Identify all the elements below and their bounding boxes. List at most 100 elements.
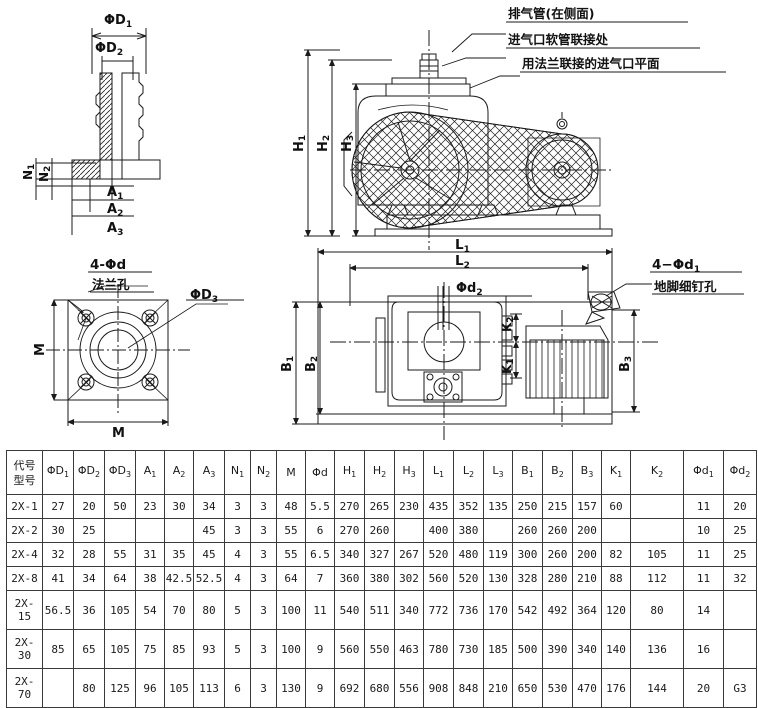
table-header-n2: N2 <box>250 450 277 495</box>
table-cell: 16 <box>683 629 724 669</box>
table-cell: 27 <box>42 494 74 519</box>
callout-flange-hole-label: 法兰孔 <box>92 277 130 292</box>
table-header-h3: H3 <box>394 450 424 495</box>
table-cell: 270 <box>334 494 365 519</box>
technical-drawing: 排气管(在侧面) 进气口软管联接处 用法兰联接的进气口平面 4-Φd 法兰孔 4… <box>21 6 744 441</box>
table-header-a3: A3 <box>193 450 225 495</box>
table-cell: 364 <box>572 590 602 630</box>
table-cell: 736 <box>453 590 484 630</box>
table-cell: 55 <box>276 518 306 543</box>
table-header-d2: ΦD2 <box>73 450 105 495</box>
table-cell: 435 <box>423 494 454 519</box>
callout-foot-hole-label: 地脚细钉孔 <box>654 279 717 294</box>
dim-label-h2: H2 <box>316 135 332 152</box>
table-cell: 280 <box>542 566 573 591</box>
dim-label-m-horizontal: M <box>112 426 125 441</box>
table-cell <box>723 590 757 630</box>
table-cell: 113 <box>193 668 225 708</box>
table-cell: 34 <box>193 494 225 519</box>
table-cell: 120 <box>601 590 631 630</box>
table-cell: 176 <box>601 668 631 708</box>
dim-label-n2: N2 <box>37 166 53 182</box>
table-row-model: 2X-70 <box>6 668 43 708</box>
table-cell: 130 <box>483 566 513 591</box>
table-cell: 170 <box>483 590 513 630</box>
table-cell: 85 <box>42 629 74 669</box>
table-row-model: 2X-15 <box>6 590 43 630</box>
table-cell: 6 <box>305 518 335 543</box>
table-header-l2: L2 <box>453 450 484 495</box>
table-cell: 360 <box>334 566 365 591</box>
table-cell: 500 <box>512 629 543 669</box>
table-cell: 144 <box>630 668 684 708</box>
table-cell: 30 <box>42 518 74 543</box>
table-cell: 105 <box>164 668 194 708</box>
table-header-d1: ΦD1 <box>42 450 74 495</box>
table-header-d: Φd <box>305 450 335 495</box>
table-cell: 55 <box>276 542 306 567</box>
table-cell: 560 <box>423 566 454 591</box>
table-header-a1: A1 <box>135 450 165 495</box>
table-cell: 20 <box>723 494 757 519</box>
table-corner-cell: 代号型号 <box>6 450 43 495</box>
dim-label-phi-dd2: Φd2 <box>456 281 483 298</box>
table-cell: 730 <box>453 629 484 669</box>
table-cell: 650 <box>512 668 543 708</box>
table-cell: 3 <box>250 629 277 669</box>
table-header-b1: B1 <box>512 450 543 495</box>
table-cell: 11 <box>683 542 724 567</box>
dim-label-h1: H1 <box>292 135 308 152</box>
table-cell: 105 <box>104 629 136 669</box>
top-callout-leaders <box>441 21 726 89</box>
table-cell: 260 <box>364 518 395 543</box>
table-cell: 3 <box>250 566 277 591</box>
table-cell: 230 <box>394 494 424 519</box>
table-cell: 300 <box>512 542 543 567</box>
table-cell: 25 <box>723 542 757 567</box>
table-cell: 6 <box>224 668 251 708</box>
table-cell: 3 <box>250 668 277 708</box>
table-cell: 352 <box>453 494 484 519</box>
table-cell: 10 <box>683 518 724 543</box>
table-cell: 32 <box>723 566 757 591</box>
table-cell: 3 <box>250 518 277 543</box>
table-header-l1: L1 <box>423 450 454 495</box>
table-cell: 45 <box>193 542 225 567</box>
table-cell <box>42 668 74 708</box>
table-cell <box>601 518 631 543</box>
table-cell <box>483 518 513 543</box>
table-cell: 82 <box>601 542 631 567</box>
table-cell <box>723 629 757 669</box>
table-cell: 25 <box>73 518 105 543</box>
table-cell: 60 <box>601 494 631 519</box>
dim-label-n1: N1 <box>21 164 37 180</box>
table-cell: 780 <box>423 629 454 669</box>
table-cell: 25 <box>723 518 757 543</box>
table-cell: 31 <box>135 542 165 567</box>
table-cell: 3 <box>250 494 277 519</box>
table-cell: 4 <box>224 566 251 591</box>
table-cell: 6.5 <box>305 542 335 567</box>
table-cell: 52.5 <box>193 566 225 591</box>
table-cell: 5.5 <box>305 494 335 519</box>
table-cell: 112 <box>630 566 684 591</box>
table-cell: 64 <box>104 566 136 591</box>
table-cell: 125 <box>104 668 136 708</box>
table-cell: 14 <box>683 590 724 630</box>
table-cell: 3 <box>224 518 251 543</box>
dim-label-a3: A3 <box>107 221 123 238</box>
table-cell: 511 <box>364 590 395 630</box>
table-cell: 96 <box>135 668 165 708</box>
table-cell: 23 <box>135 494 165 519</box>
table-cell: 157 <box>572 494 602 519</box>
table-cell: 540 <box>334 590 365 630</box>
table-cell: 38 <box>135 566 165 591</box>
table-cell: 32 <box>42 542 74 567</box>
table-cell: 3 <box>224 494 251 519</box>
table-cell: 530 <box>542 668 573 708</box>
table-cell: 56.5 <box>42 590 74 630</box>
dim-label-b3: B3 <box>618 356 634 372</box>
